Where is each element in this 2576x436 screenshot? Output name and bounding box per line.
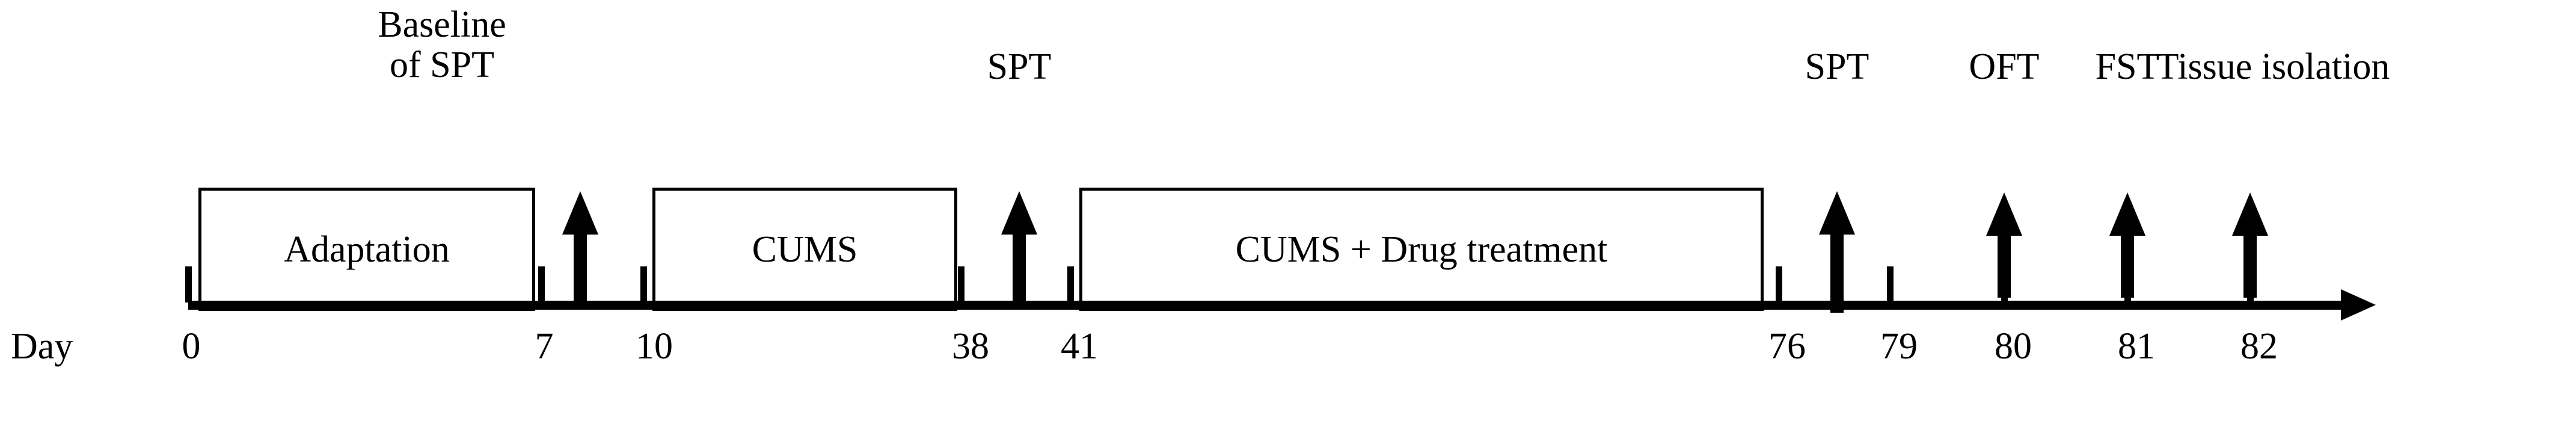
day-tick-81 [2124,259,2131,302]
arrow-shaft [1013,230,1026,310]
arrowhead-icon [2109,192,2145,236]
day-tick-82 [2247,259,2254,302]
day-value-76: 76 [1768,326,1806,367]
phase-label-adaptation: Adaptation [284,229,450,270]
event-label-line1: SPT [1805,46,1869,87]
event-label-line1: OFT [1969,46,2040,87]
phase-box-adaptation: Adaptation [198,188,535,311]
day-value-80: 80 [1995,326,2032,367]
day-tick-76 [1776,266,1782,302]
day-tick-7 [538,266,545,302]
day-tick-0 [185,266,192,302]
arrowhead-icon [1819,191,1855,235]
phase-box-cums-drug-treatment: CUMS + Drug treatment [1079,188,1764,311]
event-label-line2: of SPT [390,44,494,85]
day-value-82: 82 [2240,326,2278,367]
event-label-line1: SPT [987,46,1052,87]
event-label-baseline-of-spt: Baseline of SPT [378,5,506,85]
day-tick-38 [958,266,964,302]
arrow-shaft [574,230,587,310]
day-tick-10 [640,266,647,302]
day-tick-80 [2001,259,2008,302]
event-arrow-baseline-of-spt [562,191,598,310]
day-value-41: 41 [1061,326,1098,367]
day-value-79: 79 [1880,326,1918,367]
phase-label-cums: CUMS [752,229,858,270]
event-label-line1: Tissue isolation [2156,46,2390,87]
phase-label-cums-drug-treatment: CUMS + Drug treatment [1235,229,1608,270]
day-value-7: 7 [535,326,554,367]
day-tick-79 [1887,266,1894,302]
event-label-line1: FST [2095,46,2160,87]
arrowhead-icon [562,191,598,235]
event-arrow-spt-day38 [1001,191,1037,310]
day-value-0: 0 [182,326,201,367]
timeline-axis-arrowhead-icon [2341,289,2376,321]
event-label-spt-day38: SPT [987,47,1052,87]
event-label-oft: OFT [1969,47,2039,87]
event-label-tissue-isolation: Tissue isolation [2156,47,2390,87]
arrow-shaft [1830,230,1844,313]
day-value-81: 81 [2118,326,2155,367]
day-tick-41 [1067,266,1074,302]
phase-box-cums: CUMS [652,188,957,311]
event-label-fst: FST [2096,47,2160,87]
event-label-spt-day76: SPT [1805,47,1869,87]
day-value-38: 38 [952,326,989,367]
axis-label-day: Day [11,326,73,367]
day-value-10: 10 [636,326,673,367]
event-arrow-spt-day76 [1819,191,1855,313]
timeline-axis-line [188,301,2342,310]
arrowhead-icon [1001,191,1037,235]
arrowhead-icon [2232,192,2268,236]
event-label-line1: Baseline [378,4,506,45]
arrowhead-icon [1986,192,2022,236]
